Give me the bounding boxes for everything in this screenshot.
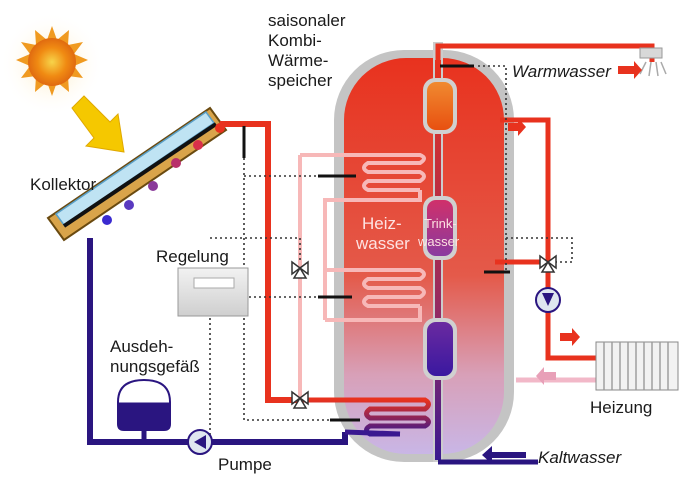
- cold-water-label: Kaltwasser: [538, 448, 622, 467]
- heating-pump-icon: [535, 287, 561, 313]
- solar-pump-icon: [187, 429, 213, 455]
- heating-supply-arrow-2: [560, 328, 580, 346]
- drinking-water-column: [423, 42, 457, 462]
- controller-label: Regelung: [156, 247, 229, 266]
- controller-box: [177, 267, 249, 317]
- heating-water-label-1: Heiz-: [362, 214, 402, 233]
- valve-icon-upper: [291, 260, 309, 279]
- storage-label-4: speicher: [268, 71, 333, 90]
- expansion-label-1: Ausdeh-: [110, 337, 173, 356]
- storage-label-1: saisonaler: [268, 11, 346, 30]
- pump-label: Pumpe: [218, 455, 272, 474]
- drinking-water-label-1: Trink-: [424, 216, 457, 231]
- heating-label: Heizung: [590, 398, 652, 417]
- solar-collector: [46, 106, 228, 242]
- sun-ray-arrow: [71, 95, 125, 153]
- heating-water-label-2: wasser: [355, 234, 410, 253]
- valve-icon-lower: [291, 390, 309, 409]
- storage-label-3: Wärme-: [268, 51, 328, 70]
- heating-return-arrow: [536, 367, 556, 385]
- storage-label-2: Kombi-: [268, 31, 322, 50]
- cold-water-arrow: [482, 446, 526, 464]
- radiator-icon: [595, 341, 679, 391]
- expansion-vessel-icon: [117, 378, 171, 442]
- sun-icon: [0, 12, 104, 116]
- shower-icon: [639, 47, 667, 77]
- lower-heating-coil: [325, 268, 426, 322]
- solar-coil: [300, 397, 431, 437]
- collector-label: Kollektor: [30, 175, 96, 194]
- drinking-water-label-2: wasser: [417, 234, 460, 249]
- hot-water-arrow: [618, 61, 642, 79]
- heating-supply-arrow-1: [508, 118, 526, 136]
- control-wiring: [209, 65, 573, 440]
- valve-icon-heating: [539, 254, 557, 273]
- hot-water-label: Warmwasser: [512, 62, 612, 81]
- expansion-label-2: nungsgefäß: [110, 357, 200, 376]
